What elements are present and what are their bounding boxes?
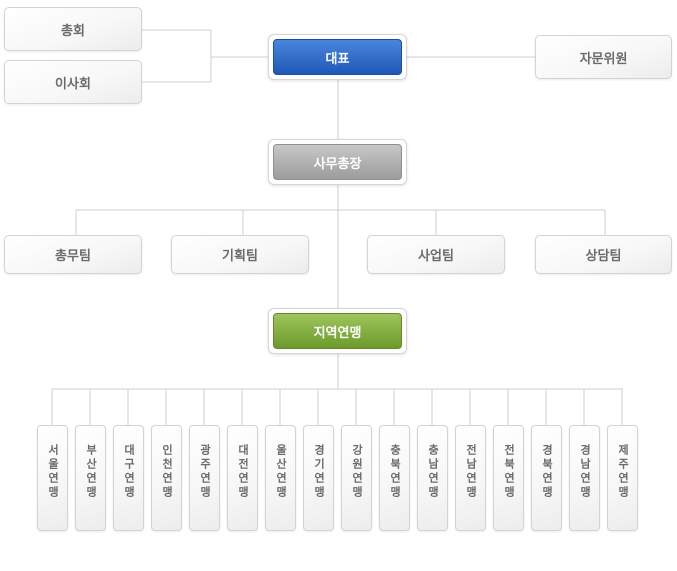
federation-box-gangwon: 강원연맹 — [341, 425, 372, 531]
regional-federation-box: 지역연맹 — [268, 308, 407, 354]
regional-federation-label: 지역연맹 — [313, 325, 362, 341]
secretary-general-box: 사무총장 — [268, 139, 407, 185]
federation-label: 충남연맹 — [426, 444, 440, 500]
federation-box-daejeon: 대전연맹 — [227, 425, 258, 531]
federation-box-incheon: 인천연맹 — [151, 425, 182, 531]
federation-label: 경남연맹 — [578, 444, 592, 500]
federation-label: 울산연맹 — [274, 444, 288, 500]
federation-box-ulsan: 울산연맹 — [265, 425, 296, 531]
federation-label: 인천연맹 — [160, 444, 174, 500]
federation-label: 서울연맹 — [46, 444, 60, 500]
federation-box-jeju: 제주연맹 — [607, 425, 638, 531]
federation-label: 전남연맹 — [464, 444, 478, 500]
federation-label: 경북연맹 — [540, 444, 554, 500]
federation-label: 제주연맹 — [616, 444, 630, 500]
federation-label: 대전연맹 — [236, 444, 250, 500]
federation-label: 경기연맹 — [312, 444, 326, 500]
secretary-general-label: 사무총장 — [313, 156, 362, 172]
team-box-business: 사업팀 — [367, 235, 505, 274]
federation-box-seoul: 서울연맹 — [37, 425, 68, 531]
federation-box-busan: 부산연맹 — [75, 425, 106, 531]
general-assembly-box: 총회 — [4, 7, 142, 51]
team-label: 상담팀 — [585, 249, 622, 264]
federation-box-gwangju: 광주연맹 — [189, 425, 220, 531]
team-label: 기획팀 — [222, 249, 258, 264]
federation-box-jeonbuk: 전북연맹 — [493, 425, 524, 531]
representative-box: 대표 — [268, 34, 407, 80]
federation-box-gyeongnam: 경남연맹 — [569, 425, 600, 531]
federation-box-gyeongbuk: 경북연맹 — [531, 425, 562, 531]
team-box-counseling: 상담팀 — [535, 235, 672, 274]
advisory-box: 자문위원 — [535, 35, 672, 79]
federation-label: 강원연맹 — [350, 444, 364, 500]
board-box: 이사회 — [4, 60, 142, 104]
federation-box-gyeonggi: 경기연맹 — [303, 425, 334, 531]
advisory-label: 자문위원 — [579, 51, 628, 67]
federation-box-chungnam: 충남연맹 — [417, 425, 448, 531]
federation-box-daegu: 대구연맹 — [113, 425, 144, 531]
federation-label: 광주연맹 — [198, 444, 212, 500]
team-label: 총무팀 — [55, 249, 91, 264]
board-label: 이사회 — [55, 76, 91, 92]
federation-label: 부산연맹 — [84, 444, 98, 500]
general-assembly-label: 총회 — [61, 23, 85, 39]
federation-box-jeonnam: 전남연맹 — [455, 425, 486, 531]
team-box-planning: 기획팀 — [171, 235, 309, 274]
team-label: 사업팀 — [418, 249, 454, 264]
federation-box-chungbuk: 충북연맹 — [379, 425, 410, 531]
federation-label: 충북연맹 — [388, 444, 402, 500]
representative-label: 대표 — [325, 51, 350, 67]
team-box-general-affairs: 총무팀 — [4, 235, 142, 274]
federation-label: 대구연맹 — [122, 444, 136, 500]
federation-label: 전북연맹 — [502, 444, 516, 500]
